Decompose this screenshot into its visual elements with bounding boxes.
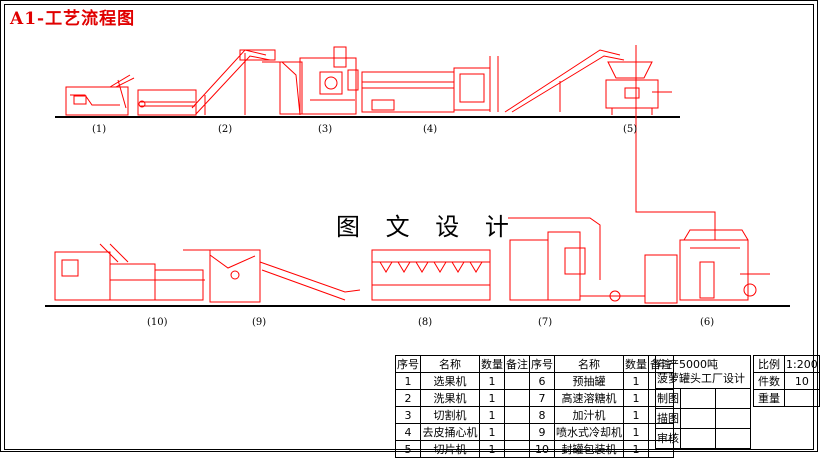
cell: 7 xyxy=(529,389,555,407)
cell: 3 xyxy=(395,406,421,424)
trace-name-cell xyxy=(680,408,716,429)
header-qty: 数量 xyxy=(479,355,505,373)
cell: 1 xyxy=(623,372,649,390)
cell: 切割机 xyxy=(420,406,480,424)
machine-5-slicer xyxy=(504,49,672,115)
cell: 1 xyxy=(623,389,649,407)
cell: 1 xyxy=(479,389,505,407)
stage-number-6: (6) xyxy=(700,317,715,328)
machine-7-sugar-dissolver xyxy=(508,217,645,302)
stage-number-5: (5) xyxy=(623,124,638,135)
stage-number-7: (7) xyxy=(538,317,553,328)
stage-number-2: (2) xyxy=(218,124,233,135)
cell xyxy=(504,440,530,458)
trace-date-cell xyxy=(715,408,751,429)
stage-number-10: (10) xyxy=(147,317,168,328)
cell: 加汁机 xyxy=(554,406,624,424)
cell: 洗果机 xyxy=(420,389,480,407)
table-header-row: 序号 名称 数量 备注 序号 名称 数量 备注 xyxy=(395,355,674,373)
header-name-2: 名称 xyxy=(554,355,624,373)
machine-2-washer xyxy=(137,49,276,116)
review-name-cell xyxy=(680,428,716,449)
cell: 8 xyxy=(529,406,555,424)
title-block: 年产5000吨 菠萝罐头工厂设计 制图 描图 审核 xyxy=(655,355,751,449)
scale-value: 1:200 xyxy=(784,355,820,373)
count-value: 10 xyxy=(784,372,820,390)
stage-number-3: (3) xyxy=(318,124,333,135)
cell: 1 xyxy=(479,423,505,441)
draw-date-cell xyxy=(715,388,751,409)
parts-table: 序号 名称 数量 备注 序号 名称 数量 备注 1 选果机 1 6 预抽罐 1 … xyxy=(395,355,674,458)
cell xyxy=(504,389,530,407)
cell: 高速溶糖机 xyxy=(554,389,624,407)
cell: 6 xyxy=(529,372,555,390)
machine-8-syrup-filler xyxy=(371,249,491,301)
header-index: 序号 xyxy=(395,355,421,373)
header-qty-2: 数量 xyxy=(623,355,649,373)
cell xyxy=(504,406,530,424)
project-line-2: 菠萝罐头工厂设计 xyxy=(657,372,745,385)
machine-1-selector xyxy=(65,74,135,116)
cell: 1 xyxy=(623,440,649,458)
weight-value xyxy=(784,389,820,407)
cell xyxy=(504,423,530,441)
stage-number-4: (4) xyxy=(423,124,438,135)
count-label: 件数 xyxy=(753,372,785,390)
cell: 1 xyxy=(623,406,649,424)
weight-label: 重量 xyxy=(753,389,785,407)
table-row: 5 切片机 1 10 封罐包装机 1 xyxy=(395,440,674,458)
draw-label: 制图 xyxy=(655,388,681,409)
cell: 9 xyxy=(529,423,555,441)
cell: 切片机 xyxy=(420,440,480,458)
draw-name-cell xyxy=(680,388,716,409)
cell: 预抽罐 xyxy=(554,372,624,390)
machine-3-cutter xyxy=(262,46,359,116)
review-date-cell xyxy=(715,428,751,449)
machine-9-spray-cooler xyxy=(183,249,361,303)
stage-number-9: (9) xyxy=(252,317,267,328)
cell: 4 xyxy=(395,423,421,441)
cell: 1 xyxy=(479,406,505,424)
project-line-1: 年产5000吨 xyxy=(657,358,718,371)
scale-label: 比例 xyxy=(753,355,785,373)
cell: 5 xyxy=(395,440,421,458)
stage-number-1: (1) xyxy=(92,124,107,135)
table-row: 2 洗果机 1 7 高速溶糖机 1 xyxy=(395,389,674,407)
cell: 1 xyxy=(623,423,649,441)
stage-number-8: (8) xyxy=(418,317,433,328)
review-label: 审核 xyxy=(655,428,681,449)
header-name: 名称 xyxy=(420,355,480,373)
cell: 喷水式冷却机 xyxy=(554,423,624,441)
cell: 10 xyxy=(529,440,555,458)
trace-label: 描图 xyxy=(655,408,681,429)
watermark-text: 图 文 设 计 xyxy=(336,213,518,241)
table-row: 1 选果机 1 6 预抽罐 1 xyxy=(395,372,674,390)
machine-6-pre-vacuum-tank xyxy=(644,229,770,304)
cell: 1 xyxy=(395,372,421,390)
table-row: 4 去皮捅心机 1 9 喷水式冷却机 1 xyxy=(395,423,674,441)
connecting-pipe xyxy=(635,45,716,240)
cell xyxy=(504,372,530,390)
header-remark: 备注 xyxy=(504,355,530,373)
cell: 去皮捅心机 xyxy=(420,423,480,441)
machine-4-peeler xyxy=(361,56,499,113)
table-row: 3 切割机 1 8 加汁机 1 xyxy=(395,406,674,424)
cell: 1 xyxy=(479,372,505,390)
cell: 选果机 xyxy=(420,372,480,390)
cell: 封罐包装机 xyxy=(554,440,624,458)
header-index-2: 序号 xyxy=(529,355,555,373)
drawing-title: A1-工艺流程图 xyxy=(10,9,136,29)
machine-10-sealer-packer xyxy=(54,243,205,301)
cell: 2 xyxy=(395,389,421,407)
project-title-cell: 年产5000吨 菠萝罐头工厂设计 xyxy=(655,355,751,389)
cell: 1 xyxy=(479,440,505,458)
ratio-block: 比例 1:200 件数 10 重量 xyxy=(753,355,820,407)
